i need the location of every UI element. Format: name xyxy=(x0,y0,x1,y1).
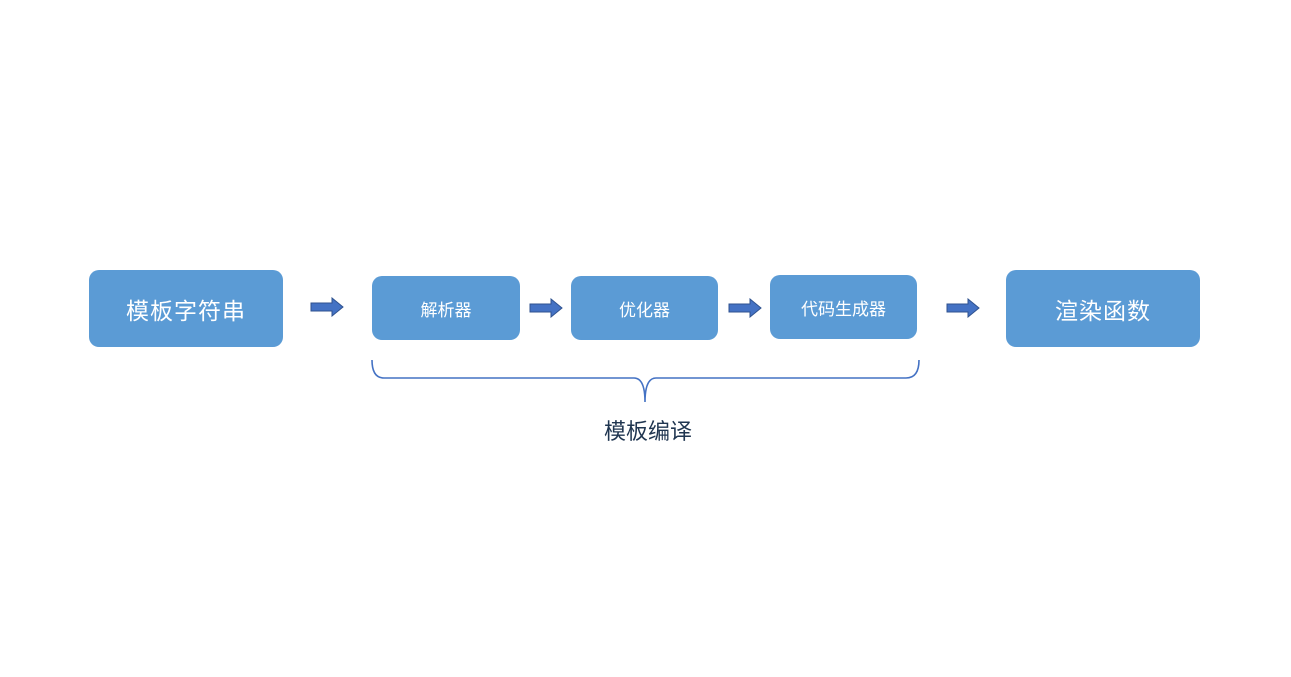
template-string-label: 模板字符串 xyxy=(126,298,246,325)
render-function-node: 渲染函数 xyxy=(1006,270,1200,347)
right-arrow-icon xyxy=(529,298,563,318)
curly-brace-icon xyxy=(371,359,920,403)
template-compile-label: 模板编译 xyxy=(603,420,692,445)
optimizer-node: 优化器 xyxy=(571,276,718,340)
parser-label: 解析器 xyxy=(420,300,472,321)
right-arrow-icon xyxy=(310,297,344,317)
optimizer-label: 优化器 xyxy=(619,300,670,321)
template-string-node: 模板字符串 xyxy=(89,270,283,347)
code-generator-node: 代码生成器 xyxy=(770,275,917,339)
code-generator-label: 代码生成器 xyxy=(801,299,886,320)
right-arrow-icon xyxy=(728,298,762,318)
parser-node: 解析器 xyxy=(372,276,520,340)
render-function-label: 渲染函数 xyxy=(1055,298,1151,325)
right-arrow-icon xyxy=(946,298,980,318)
